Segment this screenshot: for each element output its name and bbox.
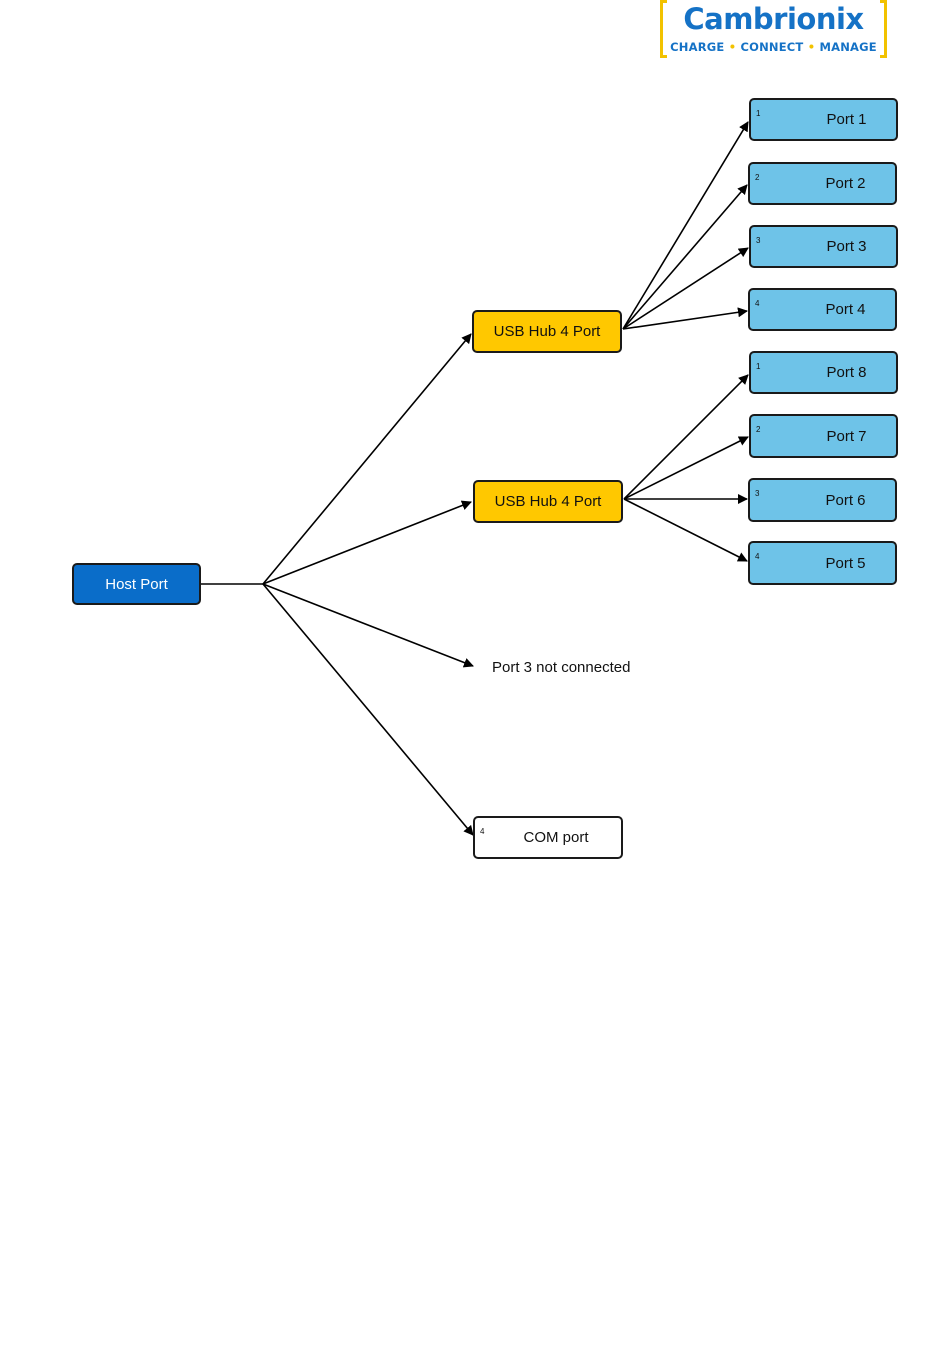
arrow-hub2-port7 (624, 437, 748, 499)
arrow-hub1-port1 (623, 122, 748, 329)
arrow-to-not-connected (263, 584, 473, 666)
com-port-number: 4 (480, 827, 484, 836)
arrow-hub2-port8 (624, 375, 748, 499)
arrow-to-com (263, 584, 473, 835)
port-node-label: Port 7 (826, 428, 866, 445)
host-port-node: Host Port (72, 563, 201, 605)
usb-hub-1-node: USB Hub 4 Port (472, 310, 622, 353)
port-node-8: 1 Port 8 (749, 351, 898, 394)
arrow-hub1-port4 (623, 311, 747, 329)
port-node-number: 4 (755, 299, 759, 308)
arrow-hub1-port2 (623, 185, 747, 329)
arrow-hub2-port5 (624, 499, 747, 561)
port-node-4: 4 Port 4 (748, 288, 897, 331)
port-node-number: 4 (755, 552, 759, 561)
port-node-number: 1 (756, 109, 760, 118)
port-node-number: 2 (755, 173, 759, 182)
port-node-number: 2 (756, 425, 760, 434)
port-node-label: Port 6 (825, 492, 865, 509)
port-node-label: Port 5 (825, 555, 865, 572)
port-node-number: 3 (756, 236, 760, 245)
port-node-6: 3 Port 6 (748, 478, 897, 522)
port-node-label: Port 4 (825, 301, 865, 318)
port-3-not-connected-label: Port 3 not connected (492, 659, 630, 676)
port-node-1: 1 Port 1 (749, 98, 898, 141)
host-port-label: Host Port (105, 576, 168, 593)
port-node-5: 4 Port 5 (748, 541, 897, 585)
port-node-7: 2 Port 7 (749, 414, 898, 458)
usb-hub-2-node: USB Hub 4 Port (473, 480, 623, 523)
port-node-label: Port 3 (826, 238, 866, 255)
arrow-to-hub1 (263, 334, 471, 584)
port-node-number: 3 (755, 489, 759, 498)
port-node-number: 1 (756, 362, 760, 371)
arrow-hub1-port3 (623, 248, 748, 329)
usb-hub-2-label: USB Hub 4 Port (495, 493, 602, 510)
port-node-2: 2 Port 2 (748, 162, 897, 205)
port-node-label: Port 8 (826, 364, 866, 381)
port-node-label: Port 1 (826, 111, 866, 128)
arrow-to-hub2 (263, 502, 471, 584)
port-node-label: Port 2 (825, 175, 865, 192)
com-port-label: COM port (523, 829, 588, 846)
usb-hub-1-label: USB Hub 4 Port (494, 323, 601, 340)
com-port-node: 4 COM port (473, 816, 623, 859)
port-node-3: 3 Port 3 (749, 225, 898, 268)
